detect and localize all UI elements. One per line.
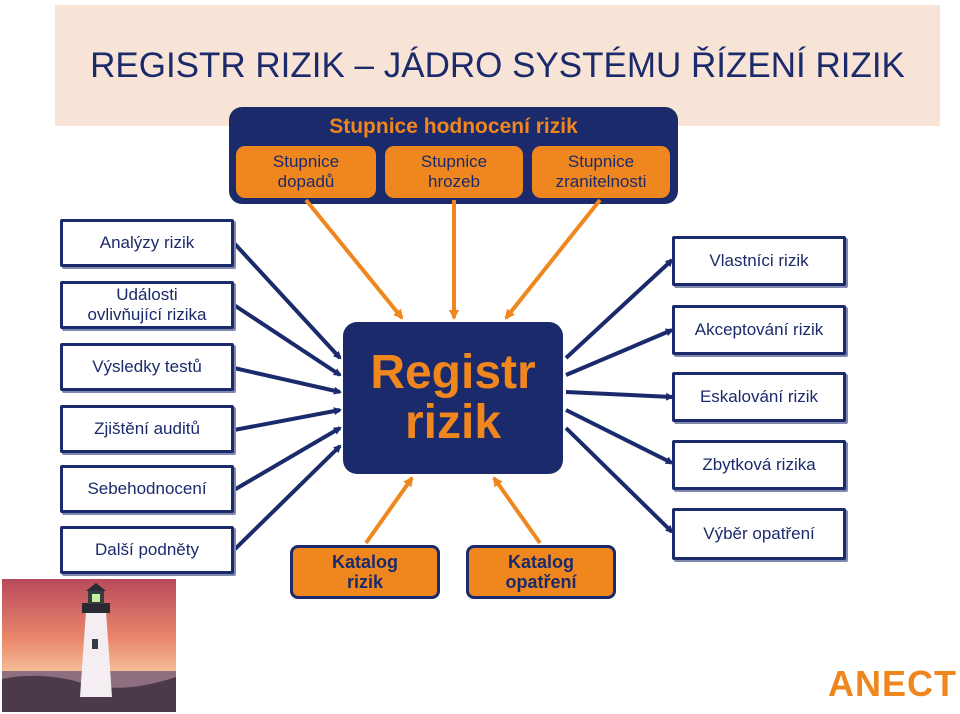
arrow-eskalovani [565, 390, 674, 401]
arrow-scale-vulnerability [504, 198, 602, 320]
risk-register-box: Registr rizik [343, 322, 563, 474]
input-box-vysledky: Výsledky testů [60, 343, 234, 391]
arrow-sebehodnoceni [232, 426, 342, 492]
scale-title: Stupnice hodnocení rizik [329, 115, 578, 138]
output-box-vyber: Výběr opatření [672, 508, 846, 560]
arrow-zjisteni [233, 407, 342, 432]
input-box-dalsi: Další podněty [60, 526, 234, 574]
title-banner [55, 5, 940, 126]
arrow-analyzy [232, 241, 342, 360]
arrow-akceptovani [565, 328, 674, 377]
arrow-dalsi [232, 444, 342, 552]
arrow-zbytkova [565, 408, 674, 465]
lighthouse-photo [2, 579, 176, 712]
risk-register-label: Registr rizik [370, 346, 536, 449]
page-title: REGISTR RIZIK – JÁDRO SYSTÉMU ŘÍZENÍ RIZ… [90, 46, 905, 85]
input-box-zjisteni: Zjištění auditů [60, 405, 234, 453]
scale-vulnerability-box: Stupnice zranitelnosti [532, 146, 670, 198]
output-box-akceptovani: Akceptování rizik [672, 305, 846, 355]
output-box-zbytkova: Zbytková rizika [672, 440, 846, 490]
input-box-sebehodnoceni: Sebehodnocení [60, 465, 234, 513]
output-box-eskalovani: Eskalování rizik [672, 372, 846, 422]
arrow-catalog-rizik [364, 476, 414, 545]
arrow-vysledky [233, 366, 342, 395]
arrow-vyber [564, 426, 674, 534]
arrow-vlastnici [564, 258, 674, 360]
scale-impact-box: Stupnice dopadů [236, 146, 376, 198]
scale-threat-box: Stupnice hrozeb [385, 146, 523, 198]
catalog-risks-box: Katalog rizik [290, 545, 440, 599]
arrow-catalog-opatreni [492, 476, 542, 545]
arrow-scale-impact [304, 198, 404, 320]
catalog-measures-box: Katalog opatření [466, 545, 616, 599]
input-box-analyzy: Analýzy rizik [60, 219, 234, 267]
input-box-udalosti: Události ovlivňující rizika [60, 281, 234, 329]
arrow-udalosti [232, 303, 342, 377]
output-box-vlastnici: Vlastníci rizik [672, 236, 846, 286]
company-logo: ANECT [828, 663, 957, 704]
